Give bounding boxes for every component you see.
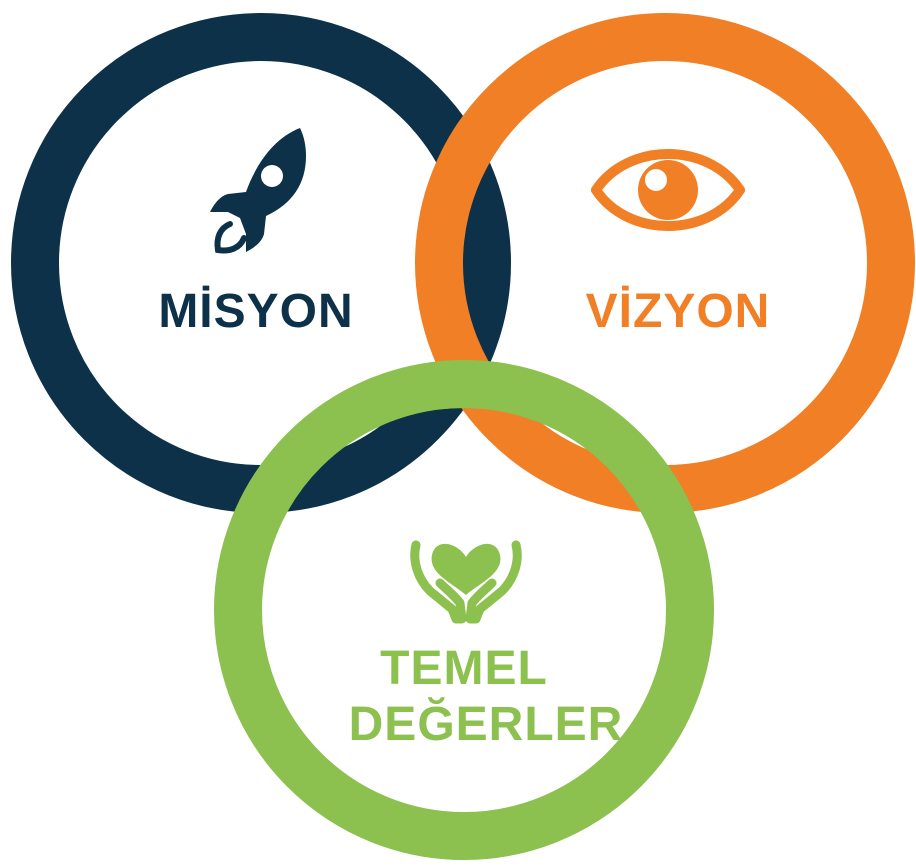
vizyon-label: VİZYON <box>586 285 771 338</box>
temel-ring-overlap <box>440 360 550 420</box>
temel-label-line2: DEĞERLER <box>349 697 624 751</box>
temel-label-line1: TEMEL <box>380 642 548 695</box>
heart-in-hands-icon <box>410 540 522 624</box>
misyon-label: MİSYON <box>158 285 353 338</box>
eye-icon <box>591 149 745 231</box>
rocket-icon <box>210 128 306 254</box>
